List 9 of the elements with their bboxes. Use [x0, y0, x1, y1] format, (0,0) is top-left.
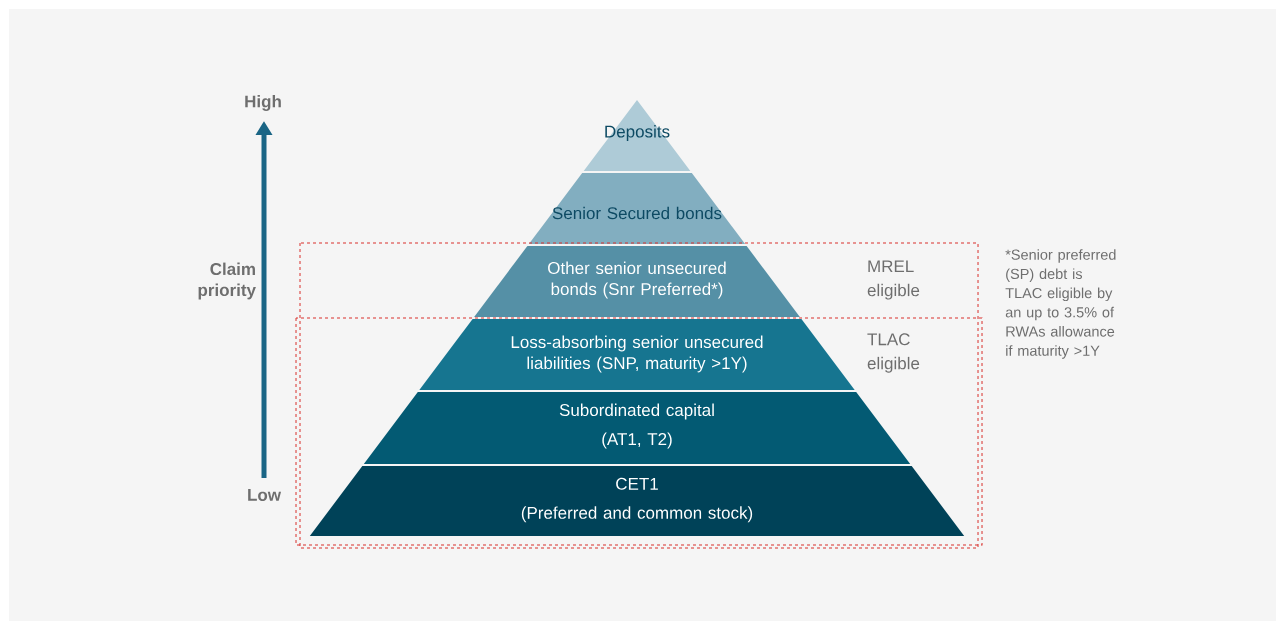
- axis-label: High: [245, 95, 281, 111]
- axis-label: Low: [248, 489, 282, 501]
- pyramid-layer: CET1 (Preferred and common stock): [309, 466, 965, 536]
- footnote: *Senior preferred (SP) debt is TLAC eligible by an up to 3.5% of RWAs allowance if maturity >1Y: [1005, 249, 1116, 359]
- pyramid-layer: Other senior unsecured bonds (Snr Preferred*): [474, 246, 800, 317]
- pyramid-layer: Loss-absorbing senior unsecured liabilities (SNP, maturity >1Y): [419, 319, 855, 390]
- axis-label: Claim priority: [198, 262, 256, 300]
- pyramid-layer: Deposits: [583, 100, 691, 171]
- pyramid-layer: Senior Secured bonds: [528, 173, 746, 244]
